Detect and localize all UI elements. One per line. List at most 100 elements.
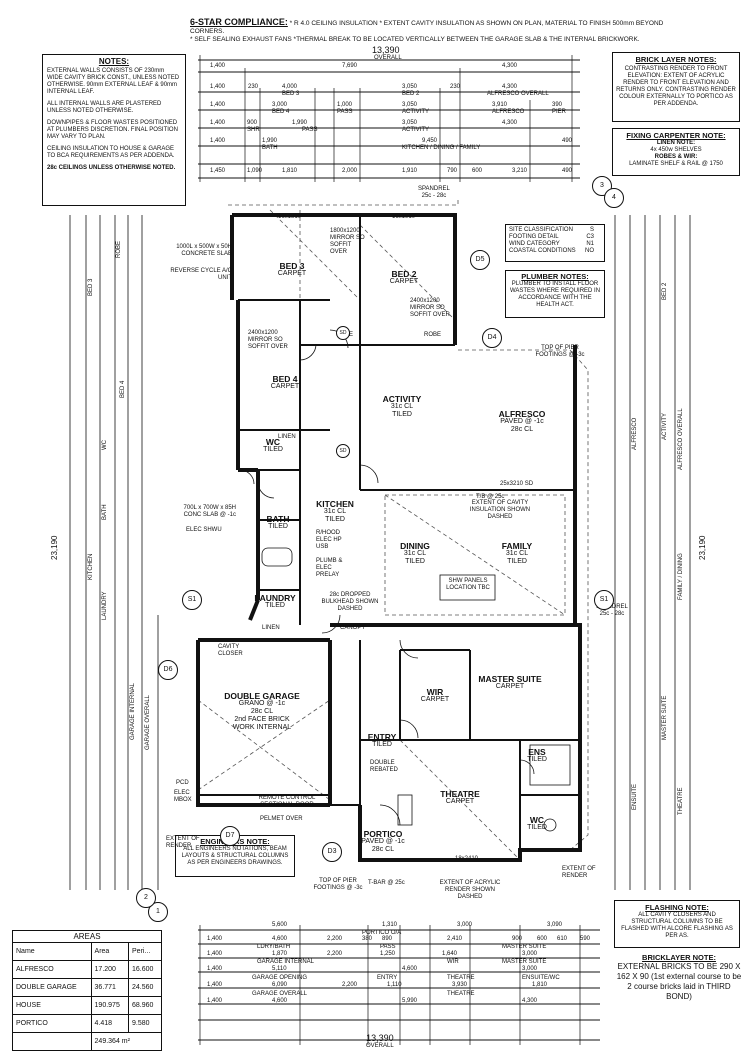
left-side-label: BATH [102,504,108,520]
view-tag-2: 2 [136,888,156,908]
dim: 4,000 [282,84,298,90]
room-l2: 28c CL [510,426,534,433]
dim: 790 [447,168,458,174]
room-l4: WORK INTERNAL [232,724,292,731]
room-l1: 31c CL [390,403,414,410]
dim: 1,400 [207,951,223,957]
site-val: C3 [586,234,594,240]
dim: 5,990 [402,998,418,1004]
areas-grid: Name Area Peri... ALFRESCO 17.200 16.600… [12,942,163,1051]
left-side-label: BED 4 [120,380,126,398]
mirror-label: 2400x1200 MIRROR SO SOFFIT OVER [410,298,450,318]
dim: 9,450 [422,138,438,144]
dim: 4,300 [502,63,518,69]
right-side-label: ENSUITE [632,783,638,810]
column-header: Name [12,942,92,961]
dim: 1,870 [272,951,288,957]
spandrel-label: SPANDREL 25c - 28c [418,186,450,200]
dim: 490 [562,138,573,144]
table-cell: 4.418 [90,1014,130,1033]
room-wir: WIR CARPET [415,688,455,704]
lintel-label: 16x1910 [392,214,416,220]
dim: 1,990 [262,138,278,144]
table-cell: 24.560 [128,978,162,997]
fixing-l3: ROBES & WIR: [654,154,698,160]
site-val: N1 [586,241,594,247]
room-wc: WC TILED [258,438,288,454]
notes-p4: CEILING INSULATION TO HOUSE & GARAGE TO … [47,146,175,159]
dim: 1,400 [207,966,223,972]
dim: 1,450 [210,168,226,174]
dim-label-bed2: BED 2 [402,91,420,97]
tbar-label: T-BAR @ 25c [368,880,405,886]
dim: 590 [580,936,591,942]
elec-shwu-label: ELEC SHWU [186,527,222,533]
compliance-line1: * R 4.0 CEILING INSULATION * EXTENT CAVI… [190,20,664,35]
dim: 3,050 [402,120,418,126]
room-finish: TILED [527,756,547,763]
dim-label-pass3: PASS [380,944,396,950]
dim: 3,210 [512,168,528,174]
table-cell: ALFRESCO [12,960,92,979]
room-l2: 28c CL [250,708,274,715]
dim: 1,400 [210,102,226,108]
notes-p1: EXTERNAL WALLS CONSISTS OF 230mm WIDE CA… [47,68,180,95]
dim-label-wir: WIR [447,959,459,965]
left-side-label: GARAGE OVERALL [145,694,151,750]
spandrel-text: SPANDREL [596,604,628,610]
column-header: Area [90,942,130,961]
spandrel-text: SPANDREL [418,186,450,192]
right-side-label: FAMILY / DINING [678,553,684,600]
room-finish: TILED [263,446,283,453]
pier-footing-label: TOP OF PIER FOOTINGS @ -3c [313,878,363,891]
room-kitchen: KITCHEN 31c CL TILED [310,500,360,524]
dim: 2,200 [327,951,343,957]
plumber-notes: PLUMBER NOTES: PLUMBER TO INSTALL FLOOR … [505,270,605,318]
areas-total: 249.364 m² [90,1032,163,1051]
spandrel-range: 25c - 28c [599,611,625,617]
dim: 3,050 [402,102,418,108]
linen-label: LINEN [262,625,280,631]
table-header-row: Name Area Peri... [12,942,162,961]
ac-unit-label: REVERSE CYCLE A/C UNIT [170,268,232,281]
notes-p5: 28c CEILINGS UNLESS OTHERWISE NOTED. [47,165,176,171]
dim: 900 [512,936,523,942]
section-tag-s1: S1 [182,590,202,610]
overall-top-label: OVERALL [374,55,402,61]
brick-layer-notes: BRICK LAYER NOTES: CONTRASTING RENDER TO… [612,52,740,122]
table-cell: 68.960 [128,996,162,1015]
conc-slab-label: 700L x 700W x 85H CONC SLAB @ -1c [183,505,236,518]
table-cell: 16.600 [128,960,162,979]
dim: 1,400 [210,138,226,144]
room-ens: ENS TILED [522,748,552,764]
room-l1: PAVED @ -1c [500,418,544,425]
room-l2: 28c CL [371,846,395,853]
site-key: WIND CATEGORY [509,241,560,247]
table-cell: 9.580 [128,1014,162,1033]
table-row: DOUBLE GARAGE 36.771 24.560 [12,978,162,997]
dim-label-master2: MASTER SUITE [502,959,547,965]
right-side-label: ACTIVITY [662,412,668,440]
room-finish: CARPET [270,383,300,390]
view-tag-4: 4 [604,188,624,208]
room-bed2: BED 2 CARPET [374,270,434,286]
detail-tag-d5: D5 [470,250,490,270]
room-bed4: BED 4 CARPET [255,375,315,391]
brick-layer-text: CONTRASTING RENDER TO FRONT ELEVATION: E… [616,66,736,107]
dim: 3,000 [522,951,538,957]
dim: 3,000 [272,102,288,108]
flashing-title: FLASHING NOTE: [645,903,709,912]
room-portico: PORTICO PAVED @ -1c 28c CL [358,830,408,854]
dim: 3,000 [522,966,538,972]
dim: 890 [382,936,393,942]
dim: 1,250 [380,951,396,957]
dim: 1,400 [207,936,223,942]
table-row: HOUSE 190.975 68.960 [12,996,162,1015]
room-name: BED 2 [391,269,417,279]
dim: 490 [562,168,573,174]
dim: 600 [537,936,548,942]
table-row: ALFRESCO 17.200 16.600 [12,960,162,979]
